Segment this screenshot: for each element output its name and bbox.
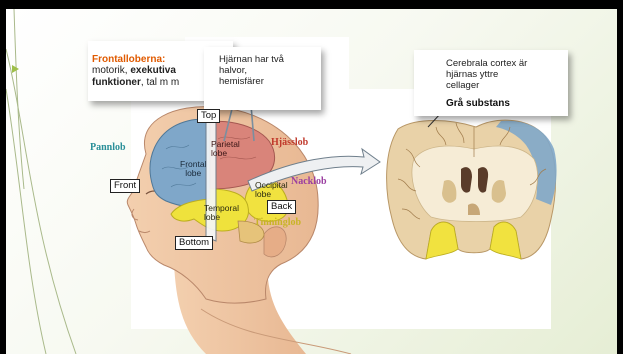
callout-frontal-line2: funktioner, tal m m [92,78,179,89]
label-tinninglob: Tinninglob [254,217,301,228]
callout-hemispheres-text: Hjärnan har två halvor, hemisfärer [219,55,284,88]
bullet-triangle [12,65,19,73]
callout-frontal-line1: motorik, exekutiva [92,66,176,77]
callout-cortex-text: Cerebrala cortex är hjärnas yttre cellag… [446,59,527,92]
label-front: Front [110,179,140,193]
label-parietal-lobe: Parietal lobe [211,140,240,158]
label-top: Top [197,109,220,123]
label-temporal-lobe: Temporal lobe [204,204,239,222]
label-hjasslob: Hjässlob [271,137,308,148]
callout-frontal-line1-b: exekutiva [130,65,176,76]
brain-slice [387,120,557,259]
label-pannlob: Pannlob [90,142,126,153]
callout-frontal-line2-b: , tal m m [141,77,179,88]
callout-frontal-title: Frontalloberna: [92,55,165,66]
decorative-swoosh [6,9,76,354]
label-occipital-lobe: Occipital lobe [255,181,288,199]
slide-canvas: Frontalloberna: motorik, exekutiva funkt… [6,9,617,354]
label-frontal-lobe: Frontal lobe [180,160,206,178]
callout-cortex-bold: Grå substans [446,99,510,110]
label-back: Back [267,200,296,214]
label-nacklob: Nacklob [291,176,327,187]
label-bottom: Bottom [175,236,213,250]
callout-frontal-line2-a: funktioner [92,77,141,88]
callout-frontal-line1-a: motorik, [92,65,130,76]
